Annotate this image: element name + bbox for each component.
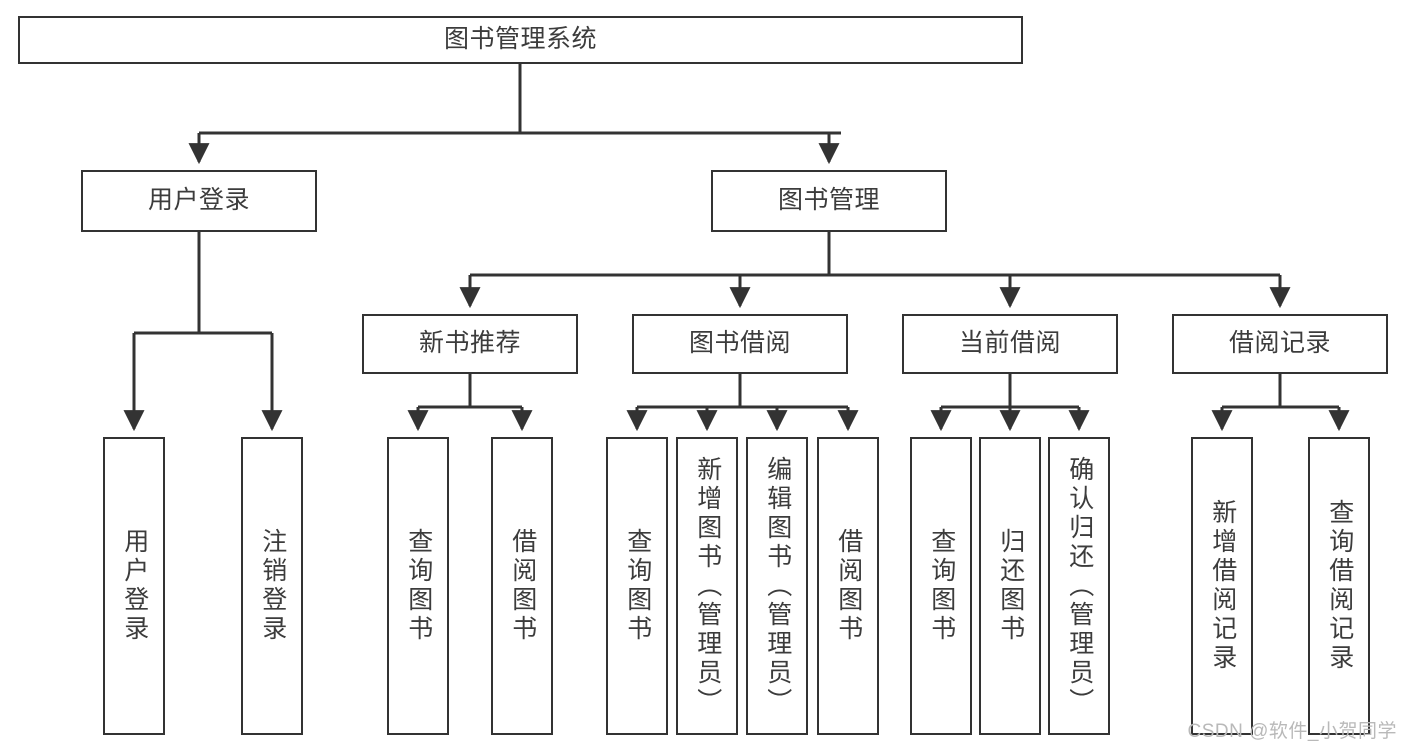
node-book-borrow-label: 图书借阅 [688, 329, 791, 358]
node-leaf-query-book-1[interactable]: 查询图书 [387, 437, 449, 735]
node-current-borrow-label: 当前借阅 [958, 329, 1061, 358]
node-book-manage-label: 图书管理 [777, 186, 880, 215]
node-leaf-edit-book[interactable]: 编辑图书（管理员） [746, 437, 808, 735]
node-leaf-borrow-book-1-label: 借阅图书 [508, 528, 537, 644]
node-leaf-add-book[interactable]: 新增图书（管理员） [676, 437, 738, 735]
node-leaf-add-record-label: 新增借阅记录 [1208, 499, 1237, 673]
node-leaf-borrow-book-2[interactable]: 借阅图书 [817, 437, 879, 735]
node-borrow-record-label: 借阅记录 [1228, 329, 1331, 358]
node-leaf-add-book-label: 新增图书（管理员） [693, 455, 722, 717]
node-user-login[interactable]: 用户登录 [81, 170, 317, 232]
node-leaf-query-book-2-label: 查询图书 [623, 528, 652, 644]
node-root[interactable]: 图书管理系统 [18, 16, 1023, 64]
node-borrow-record[interactable]: 借阅记录 [1172, 314, 1388, 374]
node-leaf-user-login-label: 用户登录 [120, 528, 149, 644]
node-book-manage[interactable]: 图书管理 [711, 170, 947, 232]
node-leaf-confirm-return-label: 确认归还（管理员） [1065, 455, 1094, 717]
node-leaf-return-book[interactable]: 归还图书 [979, 437, 1041, 735]
node-leaf-confirm-return[interactable]: 确认归还（管理员） [1048, 437, 1110, 735]
node-leaf-query-book-1-label: 查询图书 [404, 528, 433, 644]
node-leaf-query-record[interactable]: 查询借阅记录 [1308, 437, 1370, 735]
node-leaf-edit-book-label: 编辑图书（管理员） [763, 455, 792, 717]
watermark: CSDN @软件_小贺同学 [1187, 721, 1397, 742]
node-leaf-borrow-book-2-label: 借阅图书 [834, 528, 863, 644]
node-leaf-user-login[interactable]: 用户登录 [103, 437, 165, 735]
node-leaf-add-record[interactable]: 新增借阅记录 [1191, 437, 1253, 735]
node-leaf-query-book-2[interactable]: 查询图书 [606, 437, 668, 735]
node-leaf-query-record-label: 查询借阅记录 [1325, 499, 1354, 673]
node-current-borrow[interactable]: 当前借阅 [902, 314, 1118, 374]
node-user-login-label: 用户登录 [147, 186, 250, 215]
node-leaf-query-book-3-label: 查询图书 [927, 528, 956, 644]
node-leaf-logout-label: 注销登录 [258, 528, 287, 644]
node-new-book-recommend-label: 新书推荐 [418, 329, 521, 358]
node-book-borrow[interactable]: 图书借阅 [632, 314, 848, 374]
node-leaf-borrow-book-1[interactable]: 借阅图书 [491, 437, 553, 735]
node-new-book-recommend[interactable]: 新书推荐 [362, 314, 578, 374]
node-root-label: 图书管理系统 [443, 25, 597, 54]
node-leaf-return-book-label: 归还图书 [996, 528, 1025, 644]
node-leaf-logout[interactable]: 注销登录 [241, 437, 303, 735]
node-leaf-query-book-3[interactable]: 查询图书 [910, 437, 972, 735]
